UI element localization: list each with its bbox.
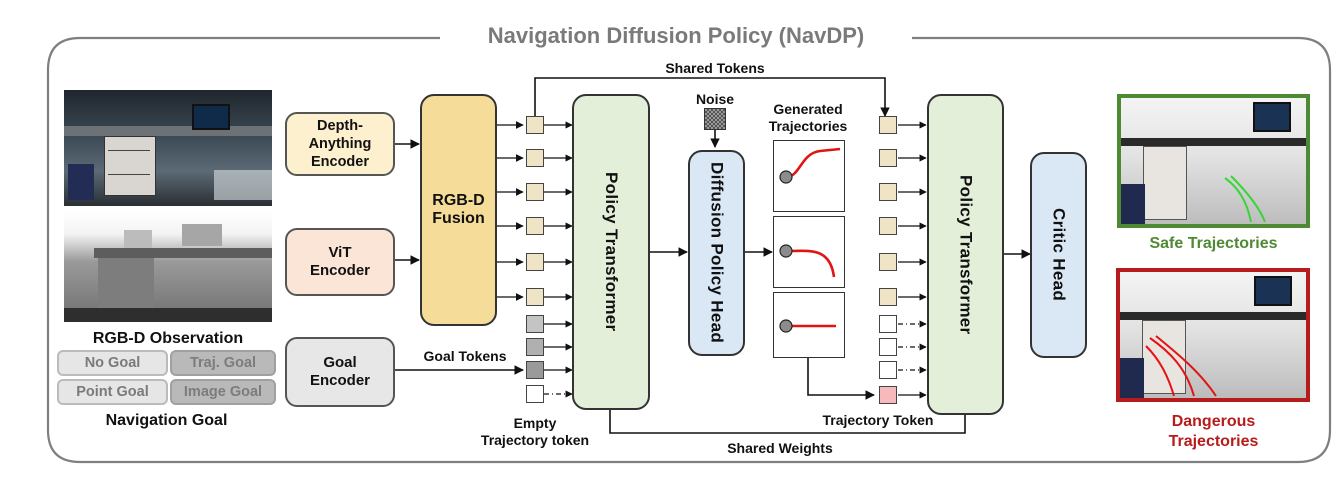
shared-tokens-label: Shared Tokens (665, 60, 765, 76)
observation-token (526, 288, 544, 306)
empty-trajectory-token-label: Empty Trajectory token (480, 415, 590, 448)
goal-token (526, 338, 544, 356)
generated-trajectory-2 (773, 216, 845, 288)
critic-head: Critic Head (1030, 152, 1087, 358)
rgb-observation-image (64, 90, 272, 206)
trajectory-token-label: Trajectory Token (822, 412, 934, 428)
diffusion-policy-head: Diffusion Policy Head (688, 150, 745, 356)
goal-type-image-goal: Image Goal (170, 379, 276, 405)
dangerous-trajectories-image (1116, 268, 1310, 402)
critic-head-label: Critic Head (1049, 208, 1069, 302)
safe-trajectories-label: Safe Trajectories (1149, 235, 1278, 252)
goal-tokens-label: Goal Tokens (423, 348, 507, 364)
empty-token (879, 338, 897, 356)
noise-label: Noise (695, 91, 735, 107)
shared-observation-token (879, 253, 897, 271)
shared-observation-token (879, 149, 897, 167)
rgbd-observation-label: RGB-D Observation (92, 330, 244, 347)
vit-encoder: ViT Encoder (285, 228, 395, 296)
policy-transformer-1: Policy Transformer (572, 94, 650, 410)
navigation-goal-label: Navigation Goal (105, 412, 228, 429)
goal-token (526, 361, 544, 379)
generated-trajectories-label: Generated Trajectories (768, 101, 848, 134)
outer-frame (46, 36, 1332, 464)
trajectory-curve-1 (779, 147, 841, 184)
empty-token (879, 315, 897, 333)
generated-trajectory-3 (773, 292, 845, 358)
policy-transformer-1-label: Policy Transformer (602, 172, 621, 332)
observation-token (526, 217, 544, 235)
depth-anything-encoder: Depth- Anything Encoder (285, 112, 395, 176)
observation-token (526, 149, 544, 167)
trajectory-token (879, 386, 897, 404)
observation-token (526, 183, 544, 201)
shared-weights-label: Shared Weights (727, 440, 833, 456)
empty-trajectory-token (526, 385, 544, 403)
noise-square (704, 108, 726, 130)
empty-token (879, 361, 897, 379)
observation-token (526, 253, 544, 271)
goal-token (526, 315, 544, 333)
shared-observation-token (879, 288, 897, 306)
goal-type-traj-goal: Traj. Goal (170, 350, 276, 376)
safe-path-overlay (1224, 175, 1266, 223)
shared-observation-token (879, 217, 897, 235)
trajectory-curve-2 (779, 244, 836, 278)
goal-type-no-goal: No Goal (57, 350, 168, 376)
shared-observation-token (879, 116, 897, 134)
shared-observation-token (879, 183, 897, 201)
dangerous-path-overlay (1145, 335, 1217, 397)
diagram-title: Navigation Diffusion Policy (NavDP) (440, 22, 912, 50)
diffusion-policy-head-label: Diffusion Policy Head (707, 162, 727, 344)
goal-type-point-goal: Point Goal (57, 379, 168, 405)
policy-transformer-2-label: Policy Transformer (956, 174, 976, 335)
goal-encoder: Goal Encoder (285, 337, 395, 407)
trajectory-curve-3 (779, 319, 836, 333)
rgbd-fusion-block: RGB-D Fusion (420, 94, 497, 326)
policy-transformer-2: Policy Transformer (927, 94, 1004, 415)
dangerous-trajectories-label: Dangerous Trajectories (1168, 413, 1259, 450)
depth-observation-image (64, 212, 272, 322)
safe-trajectories-image (1117, 94, 1310, 228)
observation-token (526, 116, 544, 134)
generated-trajectory-1 (773, 140, 845, 212)
